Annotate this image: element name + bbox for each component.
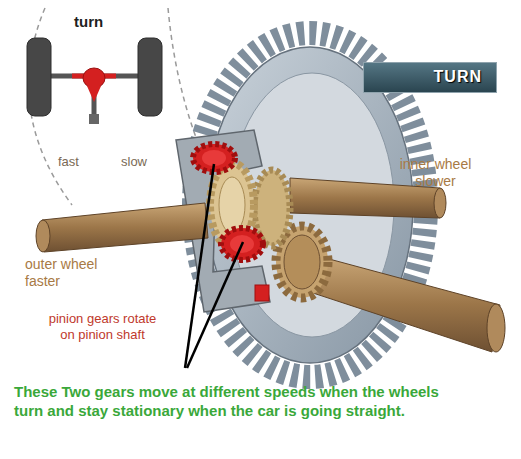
inset-differential <box>87 86 101 102</box>
inset-wheel <box>27 38 51 116</box>
part-label: pinion gears rotate on pinion shaft <box>40 311 165 342</box>
drive-shaft <box>310 256 500 352</box>
side-gear <box>219 177 245 233</box>
part-label: slow <box>121 154 161 170</box>
pinion-gear <box>202 150 226 166</box>
drive-pinion-gear <box>284 235 320 289</box>
inset-differential <box>83 68 105 88</box>
caption-note: These Two gears move at different speeds… <box>14 383 459 421</box>
pinion-shaft-end <box>255 285 269 301</box>
leader-line <box>187 242 243 368</box>
part-label: turn <box>74 13 124 31</box>
badge-text: TURN <box>364 68 482 86</box>
axle-end <box>36 220 50 252</box>
axle-shaft <box>42 203 208 252</box>
title-badge: TURN <box>363 62 497 93</box>
part-label: fast <box>58 154 98 170</box>
inset-driveshaft-end <box>89 114 99 124</box>
inset-wheel <box>138 38 162 116</box>
part-label: inner wheel slower <box>388 156 483 190</box>
axle-end <box>434 188 446 218</box>
part-label: outer wheel faster <box>25 256 115 290</box>
drive-shaft-end <box>487 304 505 352</box>
